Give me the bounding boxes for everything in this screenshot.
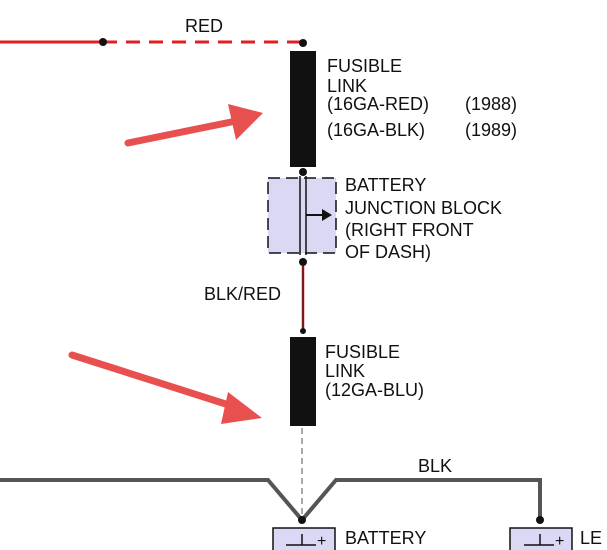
battery-right-terminal-dot (536, 516, 544, 524)
junction-arrow-head (322, 209, 332, 221)
junction-block-line1: BATTERY (345, 175, 426, 195)
fusible-link-1-year-1989: (1989) (465, 120, 517, 140)
blk-ground-wire (0, 478, 542, 524)
battery-main-terminal-dot (298, 516, 306, 524)
fusible-link-2 (290, 337, 316, 426)
battery-right-plus: + (555, 533, 564, 550)
junction-block-line2: JUNCTION BLOCK (345, 198, 502, 218)
fusible-link-2-line3: (12GA-BLU) (325, 380, 424, 400)
junction-bottom-dot (299, 258, 307, 266)
annotation-arrow-2 (68, 351, 262, 424)
splice-dot (99, 38, 107, 46)
fusible-link-2-top-dot (300, 328, 306, 334)
fusible-link-1-top-dot (299, 39, 307, 47)
fusible-link-1-line2: LINK (327, 76, 367, 96)
fusible-link-1-bottom-dot (299, 168, 307, 176)
red-wire-label: RED (185, 16, 223, 36)
fusible-link-1-year-1988: (1988) (465, 94, 517, 114)
fusible-link-1-spec-1989: (16GA-BLK) (327, 120, 425, 140)
junction-block-line4: OF DASH) (345, 242, 431, 262)
battery-main-label: BATTERY (345, 528, 426, 548)
battery-main-plus: + (317, 533, 326, 550)
junction-block-line3: (RIGHT FRONT (345, 220, 474, 240)
fusible-link-1-line1: FUSIBLE (327, 56, 402, 76)
fusible-link-1 (290, 51, 316, 167)
fusible-link-2-line1: FUSIBLE (325, 342, 400, 362)
blk-wire-label: BLK (418, 456, 452, 476)
fusible-link-1-spec-1988: (16GA-RED) (327, 94, 429, 114)
battery-right-label: LE (580, 528, 602, 548)
annotation-arrow-1 (124, 104, 263, 147)
blk-red-wire-label: BLK/RED (204, 284, 281, 304)
fusible-link-2-line2: LINK (325, 361, 365, 381)
